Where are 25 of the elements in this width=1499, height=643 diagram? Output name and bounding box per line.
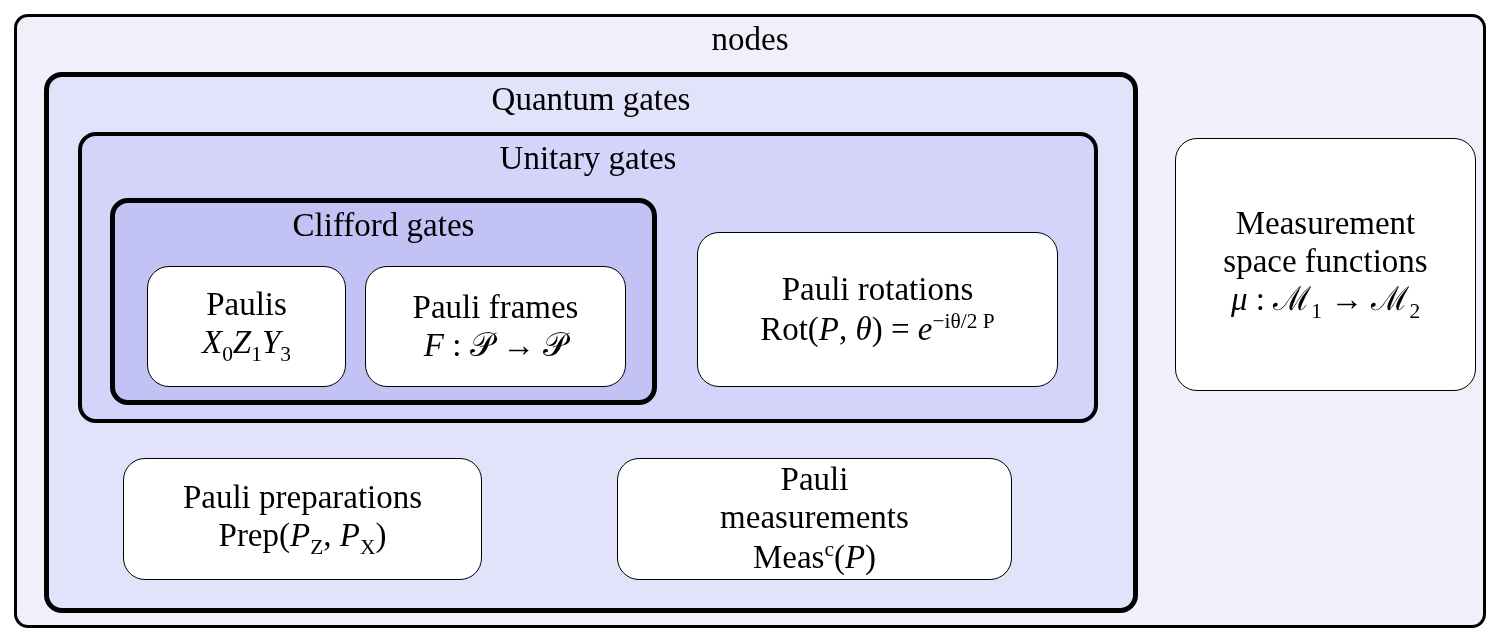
group-title: Quantum gates bbox=[490, 81, 692, 118]
node-title: Pauli frames bbox=[412, 288, 579, 327]
node-box bbox=[617, 458, 1012, 580]
formula: Rot(P, θ) = e$^{−iθ/2 P}$ bbox=[760, 308, 995, 349]
node-box bbox=[1175, 138, 1476, 391]
formula: X$_{0}$Z$_{1}$Y$_{3}$ bbox=[201, 324, 291, 367]
formula: F : 𝒫 → 𝒫 bbox=[423, 326, 568, 365]
node-title: Pauli measurements bbox=[719, 461, 910, 537]
group-title: nodes bbox=[710, 21, 790, 58]
group-title: Unitary gates bbox=[498, 140, 678, 177]
group-box bbox=[44, 72, 1138, 613]
node-title: Paulis bbox=[206, 286, 287, 325]
group-box bbox=[78, 132, 1098, 423]
node-title: Pauli preparations bbox=[182, 478, 423, 517]
group-title: Clifford gates bbox=[291, 207, 476, 244]
node-box bbox=[365, 266, 626, 387]
node-box bbox=[147, 266, 346, 387]
group-box bbox=[14, 14, 1486, 628]
formula: Prep(P$_{Z}$, P$_{X}$) bbox=[218, 516, 387, 560]
node-title: Pauli rotations bbox=[781, 270, 974, 309]
node-box bbox=[697, 232, 1058, 387]
formula: μ : ℳ$_{1}$ → ℳ$_{2}$ bbox=[1230, 281, 1421, 324]
group-box bbox=[110, 198, 657, 405]
formula: Meas$^{c}$(P) bbox=[752, 536, 877, 577]
node-box bbox=[123, 458, 482, 580]
